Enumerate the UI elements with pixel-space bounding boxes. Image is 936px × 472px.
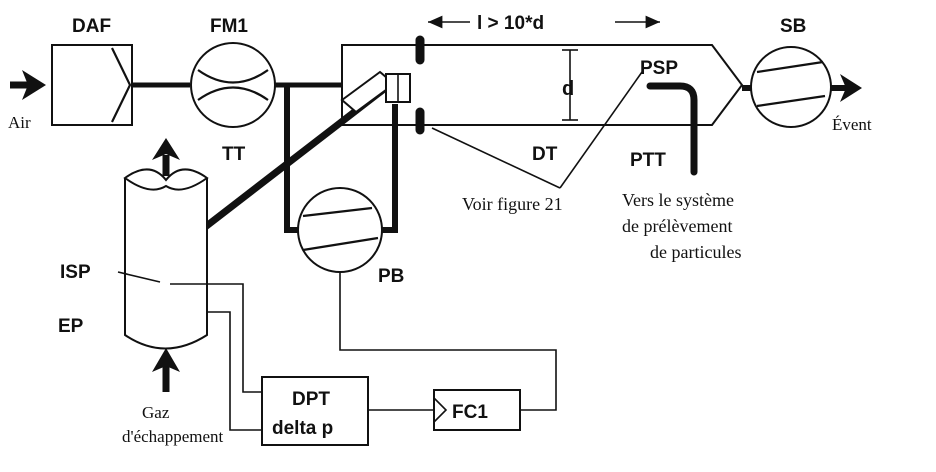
air-label: Air [8, 113, 31, 132]
air-inlet-arrow [10, 70, 46, 100]
vers-line-2: de prélèvement [622, 216, 732, 236]
ptt-label: PTT [630, 150, 666, 171]
gaz-line-1: Gaz [142, 403, 170, 422]
delta-p-label: delta p [272, 418, 333, 439]
gaz-line-2: d'échappement [122, 427, 224, 446]
voir-figure-label: Voir figure 21 [462, 194, 563, 214]
sb-blower [750, 46, 832, 128]
vent-label: Évent [832, 115, 872, 134]
dilution-tunnel [341, 35, 744, 135]
exhaust-in-arrow [152, 348, 180, 392]
pb-label: PB [378, 266, 404, 287]
ep-label: EP [58, 316, 84, 337]
psp-ptt-probe [559, 71, 698, 189]
daf-filter [51, 44, 133, 126]
fc1-box [433, 389, 521, 431]
fm1-flow-meter [190, 42, 276, 128]
exhaust-out-arrow [152, 138, 180, 176]
tt-label: TT [222, 144, 246, 165]
dpt-box [261, 376, 369, 446]
fc1-label: FC1 [452, 402, 488, 423]
fm1-label: FM1 [210, 16, 248, 37]
pb-pump [297, 187, 383, 273]
vent-arrow [831, 74, 862, 102]
length-label: l > 10*d [477, 13, 544, 34]
dpt-label: DPT [292, 389, 330, 410]
ep-exhaust-pipe [123, 168, 209, 350]
isp-leader-line [117, 271, 161, 283]
daf-label: DAF [72, 16, 111, 37]
pb-pipes [284, 86, 398, 233]
isp-label: ISP [60, 262, 91, 283]
voir-leader-lines [431, 127, 561, 189]
diameter-label: d [562, 78, 574, 100]
sb-label: SB [780, 16, 806, 37]
psp-label: PSP [640, 58, 678, 79]
vers-line-3: de particules [650, 242, 741, 262]
dt-label: DT [532, 144, 558, 165]
signal-lines [170, 272, 557, 431]
vers-line-1: Vers le système [622, 190, 734, 210]
